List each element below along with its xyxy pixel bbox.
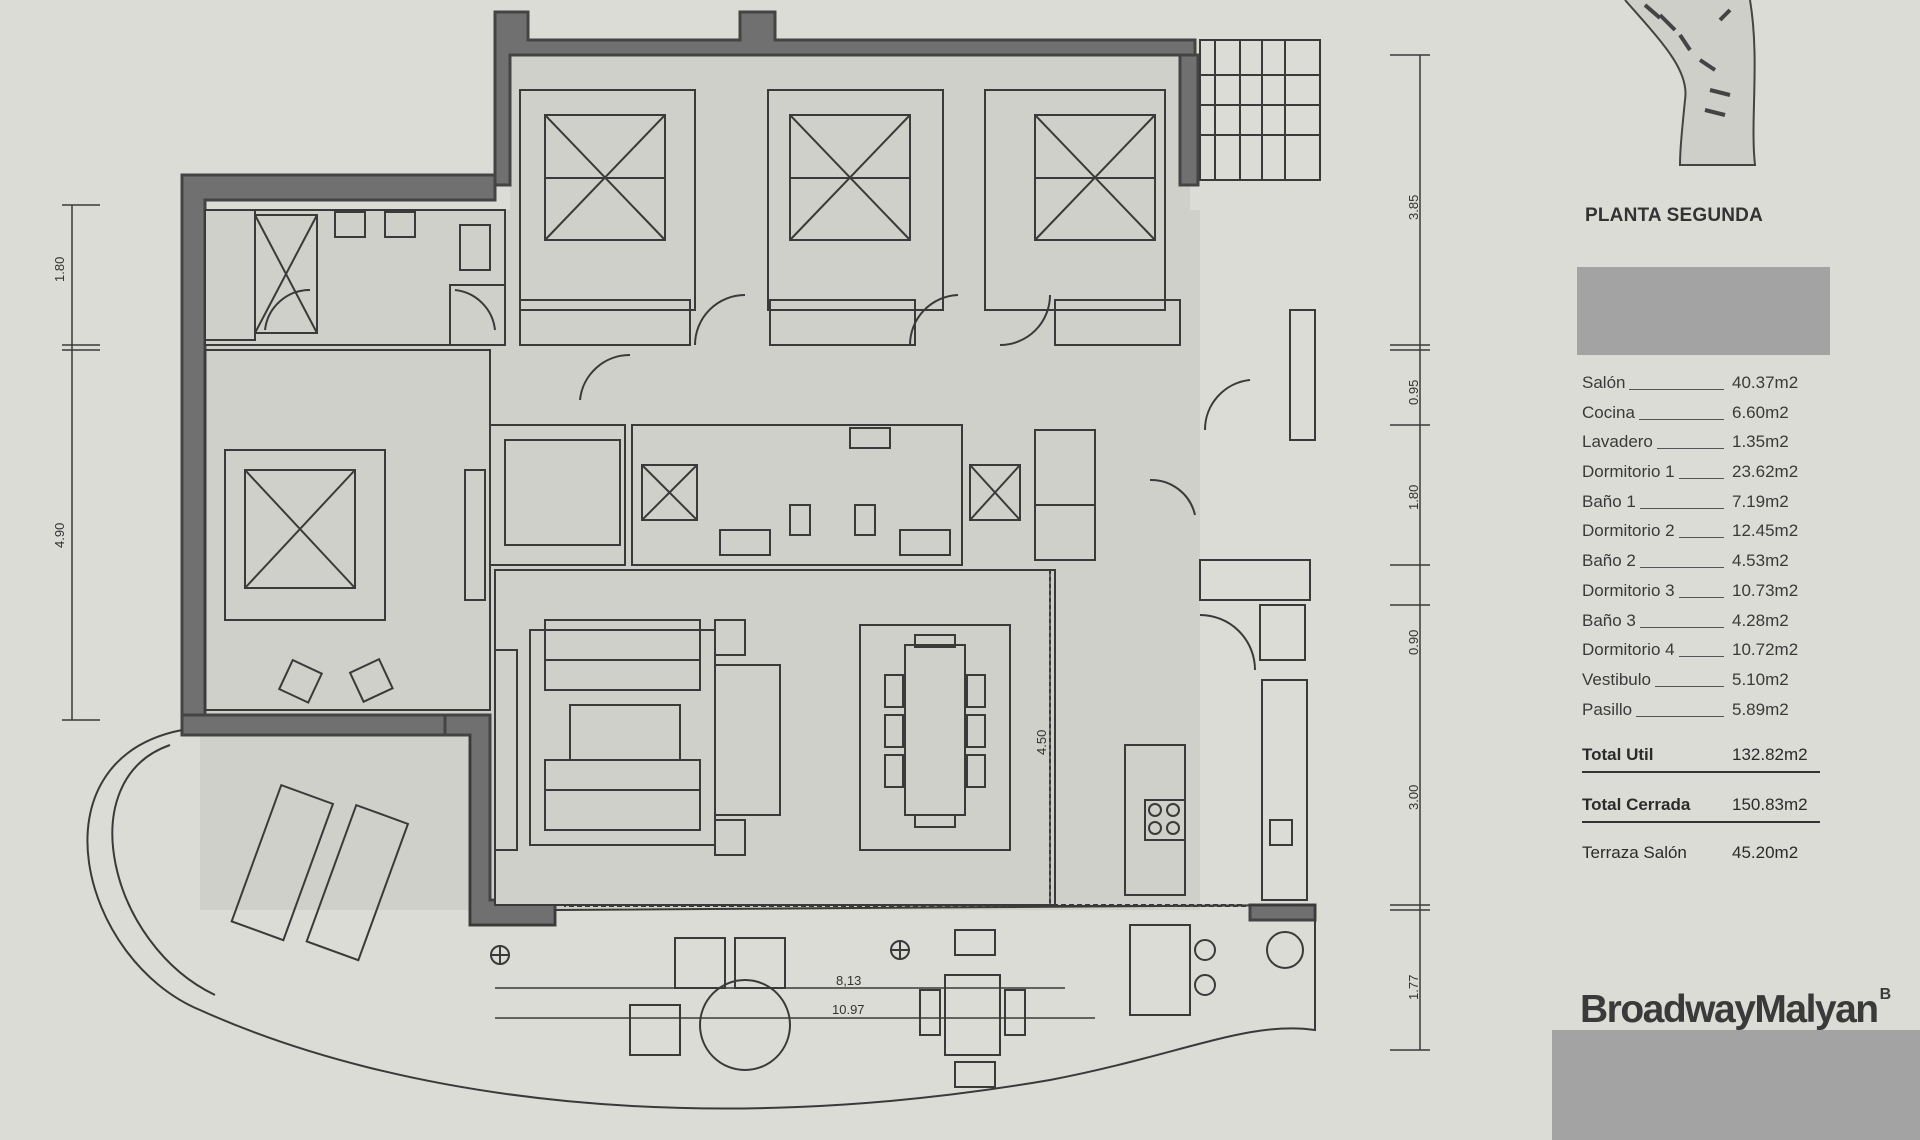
dim-right-6: 1.77 — [1406, 975, 1421, 1000]
dim-right-5: 3.00 — [1406, 785, 1421, 810]
area-label: Pasillo — [1582, 699, 1633, 719]
area-value: 4.53m2 — [1732, 551, 1789, 571]
corridor-doors — [579, 294, 1051, 401]
dim-right-4: 0.90 — [1406, 630, 1421, 655]
area-leader-line — [1629, 389, 1724, 390]
dim-left-2: 4.90 — [52, 523, 67, 548]
brand-mark: B — [1879, 986, 1892, 1003]
area-row: Dormitorio 1 23.62m2 — [1582, 462, 1822, 492]
area-label: Baño 3 — [1582, 610, 1636, 630]
area-value: 5.10m2 — [1732, 669, 1789, 689]
area-row: Baño 2 4.53m2 — [1582, 551, 1822, 581]
dim-left-1: 1.80 — [52, 257, 67, 282]
area-row: Lavadero 1.35m2 — [1582, 432, 1822, 462]
bedroom-4 — [984, 89, 1181, 346]
outer-walls — [180, 10, 1317, 927]
dim-right-2: 0.95 — [1406, 380, 1421, 405]
plan-title: PLANTA SEGUNDA — [1585, 205, 1764, 226]
area-row: Baño 3 4.28m2 — [1582, 611, 1822, 641]
key-plan-icon — [1624, 0, 1757, 166]
area-leader-line — [1639, 507, 1724, 509]
area-leader-line — [1638, 418, 1724, 420]
dimension-labels: 1.80 4.90 3.85 0.95 1.80 0.90 3.00 1.77 … — [52, 195, 1421, 1017]
area-row: Baño 1 7.19m2 — [1582, 492, 1822, 522]
area-row: Cocina 6.60m2 — [1582, 403, 1822, 433]
area-row: Salón 40.37m2 — [1582, 373, 1822, 403]
bathrooms-2-3 — [489, 424, 1096, 566]
area-label: Salón — [1582, 373, 1626, 392]
total-util-underline — [1582, 771, 1820, 773]
area-value: 10.72m2 — [1732, 640, 1799, 660]
brand-name: BroadwayMalyan — [1580, 988, 1879, 1031]
area-row: Dormitorio 4 10.72m2 — [1582, 640, 1822, 670]
dim-interior-height: 4.50 — [1034, 730, 1049, 755]
area-value: 1.35m2 — [1732, 432, 1789, 452]
dim-interior-width-1: 8,13 — [836, 973, 861, 988]
area-value: 23.62m2 — [1732, 462, 1799, 482]
kitchen — [1124, 478, 1308, 901]
entry-stairs — [1199, 39, 1321, 601]
area-value: 10.73m2 — [1732, 580, 1799, 600]
total-cerrada-value: 150.83m2 — [1732, 795, 1808, 814]
area-label: Dormitorio 4 — [1582, 640, 1675, 660]
area-label: Dormitorio 3 — [1582, 580, 1675, 600]
area-leader-line — [1678, 596, 1724, 598]
area-label: Vestibulo — [1582, 669, 1651, 689]
area-leader-line — [1678, 656, 1724, 658]
area-value: 12.45m2 — [1732, 521, 1799, 541]
area-leader-line — [1639, 567, 1724, 569]
dim-right-3: 1.80 — [1406, 485, 1421, 510]
total-util-value: 132.82m2 — [1732, 745, 1808, 764]
bedroom-3 — [767, 89, 944, 346]
living-room — [494, 569, 1056, 906]
area-value: 5.89m2 — [1732, 699, 1789, 719]
dim-right-1: 3.85 — [1406, 195, 1421, 220]
area-leader-line — [1636, 715, 1724, 717]
total-cerrada-underline — [1582, 821, 1820, 823]
total-cerrada: Total Cerrada 150.83m2 — [1582, 795, 1820, 823]
area-leader-line — [1655, 685, 1724, 687]
redacted-box-top — [1577, 267, 1830, 355]
area-label: Dormitorio 2 — [1582, 521, 1675, 541]
area-row: Dormitorio 3 10.73m2 — [1582, 581, 1822, 611]
terraza-label: Terraza Salón — [1582, 843, 1687, 862]
bathroom-1 — [204, 209, 506, 346]
area-label: Baño 2 — [1582, 551, 1636, 571]
area-leader-line — [1678, 478, 1724, 480]
floor-plan-drawing: 1.80 4.90 3.85 0.95 1.80 0.90 3.00 1.77 … — [52, 10, 1430, 1110]
area-row: Dormitorio 2 12.45m2 — [1582, 521, 1822, 551]
dimension-lines — [62, 54, 1430, 1051]
area-row: Vestibulo 5.10m2 — [1582, 670, 1822, 700]
area-leader-line — [1639, 626, 1724, 628]
area-label: Lavadero — [1582, 432, 1653, 452]
area-row: Pasillo 5.89m2 — [1582, 700, 1822, 730]
terraza-salon: Terraza Salón 45.20m2 — [1582, 843, 1798, 863]
area-label: Cocina — [1582, 402, 1635, 422]
area-label: Baño 1 — [1582, 491, 1636, 511]
area-value: 7.19m2 — [1732, 491, 1789, 511]
dim-interior-width-2: 10.97 — [832, 1002, 865, 1017]
redacted-box-bottom — [1552, 1030, 1920, 1140]
area-value: 6.60m2 — [1732, 402, 1789, 422]
area-leader-line — [1678, 537, 1724, 539]
total-util: Total Util 132.82m2 — [1582, 745, 1820, 773]
terraza-value: 45.20m2 — [1732, 843, 1799, 862]
area-leader-line — [1656, 448, 1724, 450]
bedroom-2 — [519, 89, 696, 346]
area-value: 40.37m2 — [1732, 373, 1799, 392]
area-label: Dormitorio 1 — [1582, 462, 1675, 482]
bedroom-1 — [204, 349, 491, 711]
total-util-label: Total Util — [1582, 745, 1654, 764]
area-value: 4.28m2 — [1732, 610, 1789, 630]
total-cerrada-label: Total Cerrada — [1582, 795, 1691, 814]
